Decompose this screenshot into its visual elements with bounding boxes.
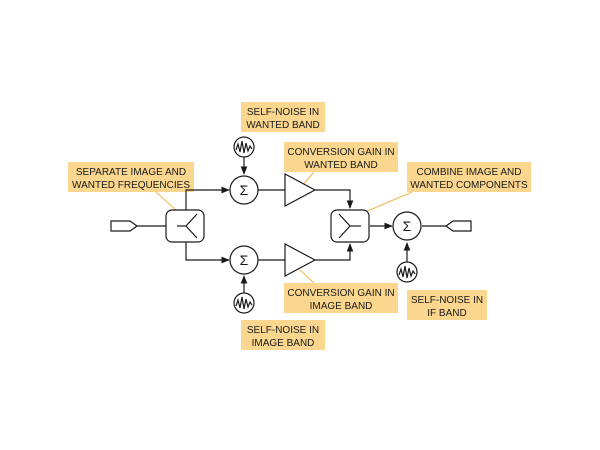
sum-symbol-image: Σ: [240, 252, 249, 268]
callout-conv-gain-image-line2: IMAGE BAND: [310, 301, 373, 312]
input-port-icon: [110, 220, 139, 232]
callout-separate: SEPARATE IMAGE AND WANTED FREQUENCIES: [68, 162, 194, 192]
sum-junction-if: Σ: [392, 211, 422, 241]
callout-conv-gain-wanted: CONVERSION GAIN IN WANTED BAND: [284, 142, 398, 172]
callout-combine-line1: COMBINE IMAGE AND: [416, 167, 521, 178]
noise-source-if-icon: [396, 261, 418, 283]
leader-separate: [155, 191, 179, 213]
callout-self-noise-wanted-line1: SELF-NOISE IN: [247, 107, 319, 118]
callout-self-noise-image-line1: SELF-NOISE IN: [247, 325, 319, 336]
noise-source-image-icon: [233, 292, 255, 314]
callout-self-noise-wanted: SELF-NOISE IN WANTED BAND: [241, 102, 325, 132]
callout-conv-gain-image-line1: CONVERSION GAIN IN: [287, 288, 394, 299]
sum-circle-wanted: [229, 175, 259, 205]
callout-self-noise-if-line2: IF BAND: [427, 308, 466, 319]
sum-junction-wanted: Σ: [229, 175, 259, 205]
output-port-icon: [444, 220, 472, 232]
noise-source-wanted-icon: [233, 136, 255, 158]
sum-symbol-if: Σ: [403, 218, 412, 234]
amplifier-image-icon: [284, 243, 317, 277]
wire-split-upper: [185, 186, 230, 210]
callout-self-noise-image: SELF-NOISE IN IMAGE BAND: [241, 320, 325, 350]
sum-junction-image: Σ: [229, 245, 259, 275]
separator-branch: [185, 213, 198, 239]
callout-self-noise-image-line2: IMAGE BAND: [252, 338, 315, 349]
callout-conv-gain-wanted-line2: WANTED BAND: [304, 160, 378, 171]
separator-block: [165, 209, 205, 243]
combiner-block: [330, 209, 370, 243]
sum-symbol-wanted: Σ: [240, 182, 249, 198]
sum-circle-image: [229, 245, 259, 275]
wire-split-lower: [185, 242, 230, 264]
wire-amp-combine-lower: [315, 243, 354, 261]
callout-combine-line2: WANTED COMPONENTS: [410, 180, 528, 191]
callout-conv-gain-image: CONVERSION GAIN IN IMAGE BAND: [284, 283, 398, 313]
leader-conv-gain-image: [299, 269, 315, 284]
wire-amp-combine-upper: [315, 189, 354, 209]
signal-lines: [137, 157, 446, 293]
callout-self-noise-wanted-line2: WANTED BAND: [246, 120, 320, 131]
callout-self-noise-if-line1: SELF-NOISE IN: [411, 295, 483, 306]
callout-combine: COMBINE IMAGE AND WANTED COMPONENTS: [407, 162, 531, 192]
callout-conv-gain-wanted-line1: CONVERSION GAIN IN: [287, 147, 394, 158]
callout-self-noise-if: SELF-NOISE IN IF BAND: [407, 290, 487, 320]
callout-separate-line1: SEPARATE IMAGE AND: [76, 167, 186, 178]
sum-circle-if: [392, 211, 422, 241]
amplifier-wanted-icon: [284, 173, 317, 207]
callout-separate-line2: WANTED FREQUENCIES: [72, 180, 190, 191]
